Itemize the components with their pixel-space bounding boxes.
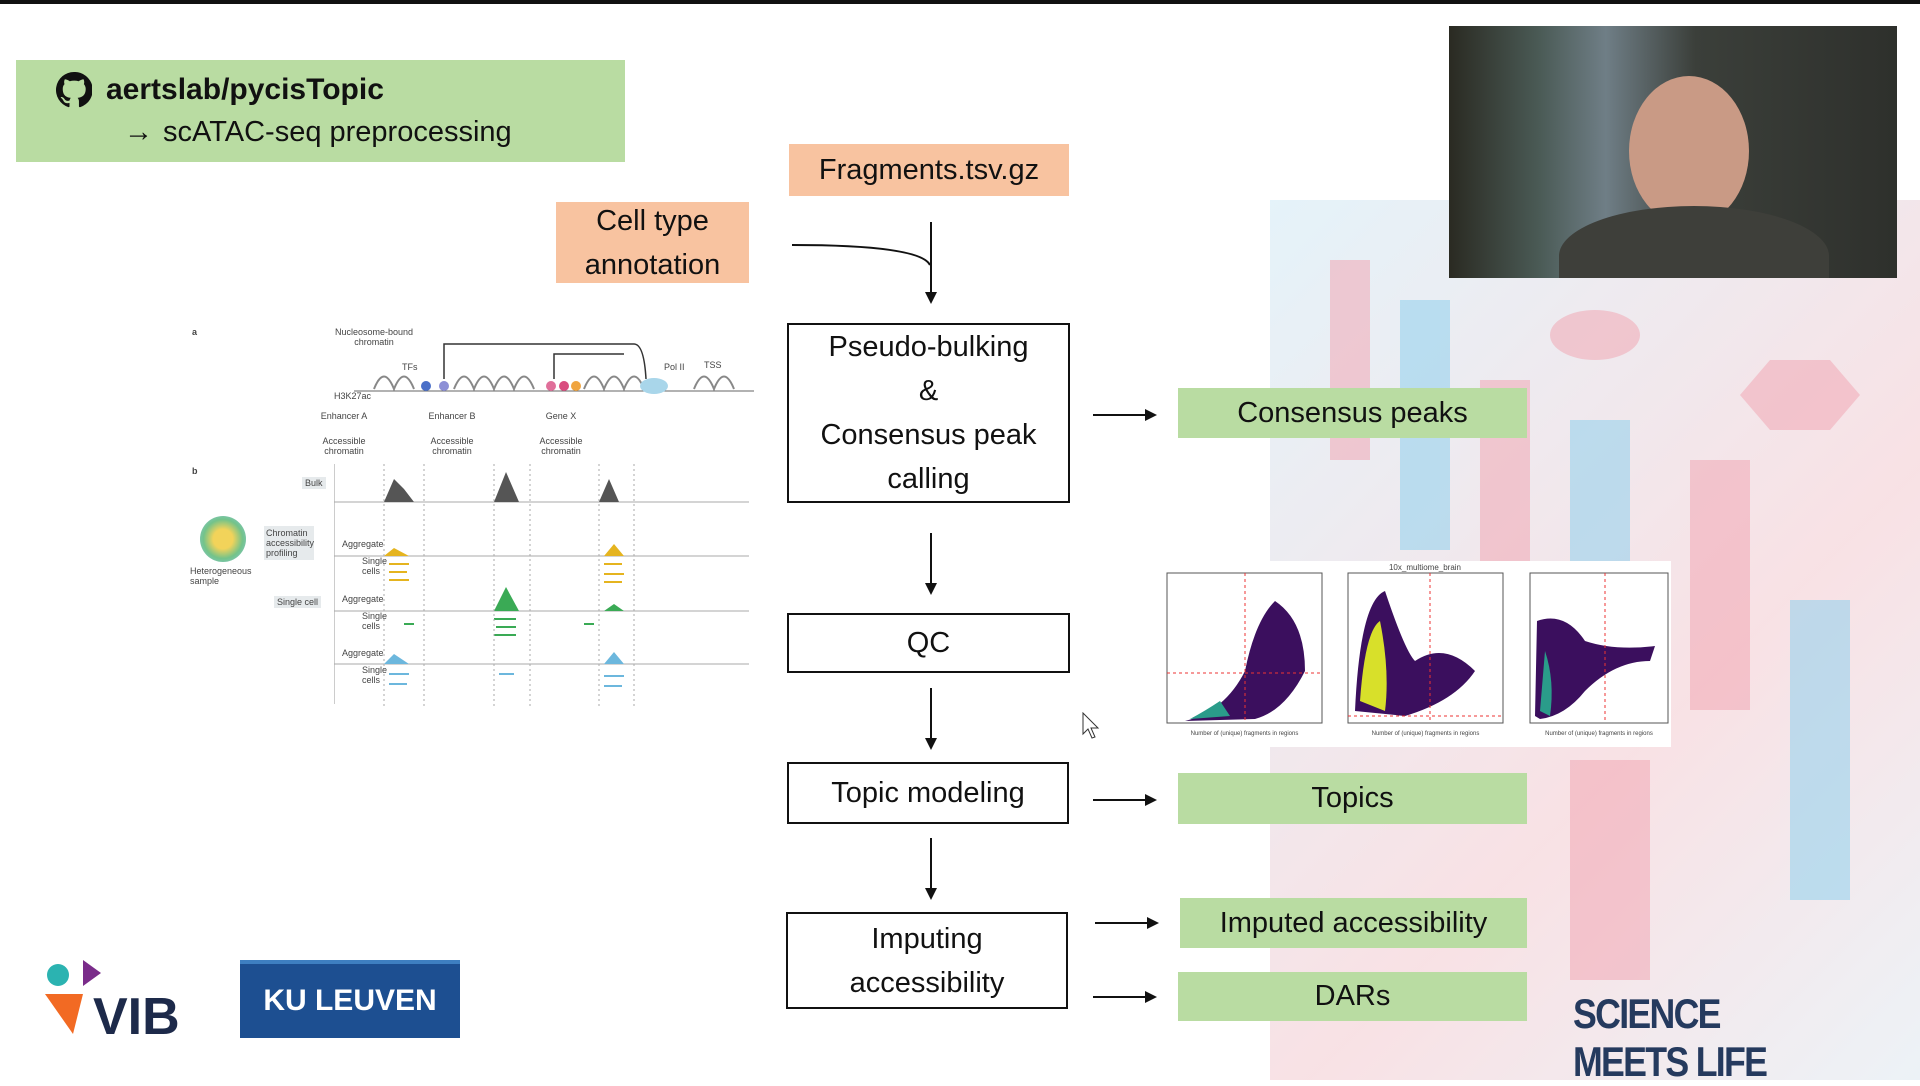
fig-label: Single cell [274,596,322,608]
axis-label: Number of (unique) fragments in regions [1190,731,1299,737]
step-text: Pseudo-bulking [828,331,1029,363]
vib-logo-mark: VIB [45,960,180,1046]
cell-type-input: Cell type annotation [556,202,749,283]
svg-text:VIB: VIB [93,988,180,1038]
output-imputed: Imputed accessibility [1180,898,1527,948]
merge-arrow [791,244,931,266]
repo-name: aertslab/pycisTopic [106,73,384,106]
step-text: Consensus peak [820,419,1037,451]
output-topics: Topics [1178,773,1527,824]
arrow-down [925,838,937,900]
plot-title: 10x_multiome_brain [1388,563,1462,572]
repo-subtitle: scATAC-seq preprocessing [163,115,512,148]
fig-label: Enhancer A [320,411,368,421]
cell-type-line1: Cell type [596,204,709,237]
arrow-down [925,222,937,304]
fig-label: TFs [402,362,418,372]
fig-label: Accessible chromatin [539,436,583,456]
github-icon [56,72,92,108]
arrow-right-icon: → [124,115,153,148]
fig-label: Accessible chromatin [430,436,474,456]
arrow-right [1093,794,1157,806]
fig-label: Aggregate [342,648,384,658]
accessibility-tracks [334,464,749,708]
fig-label: TSS [704,360,722,370]
fig-label: Nucleosome-bound chromatin [334,327,414,347]
fig-label: Aggregate [342,539,384,549]
step-text: Topic modeling [831,777,1025,809]
arrow-down [925,688,937,750]
top-bar [0,0,1920,4]
mouse-cursor-icon [1082,712,1100,739]
step-qc: QC [787,613,1070,673]
step-pseudo-bulking: Pseudo-bulking & Consensus peak calling [787,323,1070,503]
step-text: QC [906,627,951,659]
cell-type-line2: annotation [584,248,721,281]
fig-label: Pol II [664,362,685,372]
step-imputing: Imputing accessibility [786,912,1068,1009]
fragments-input: Fragments.tsv.gz [789,144,1069,196]
presenter-face [1629,76,1749,226]
dna-diagram [354,343,754,394]
fig-label: Bulk [302,477,326,489]
fig-label: Aggregate [342,594,384,604]
fig-label: Heterogeneous sample [190,566,252,586]
fig-label: Single cells [362,665,388,685]
fig-label: Accessible chromatin [322,436,366,456]
fig-label: Enhancer B [428,411,476,421]
fig-label: Single cells [362,556,388,576]
cell-cluster [200,516,246,562]
step-topic-modeling: Topic modeling [787,762,1069,824]
ku-leuven-logo: KU LEUVEN [240,960,460,1038]
webcam-video [1449,26,1897,278]
output-text: Consensus peaks [1237,396,1468,429]
step-text: Imputing [871,922,983,955]
step-text: accessibility [849,966,1005,999]
step-text: calling [887,463,970,495]
fig-label: Gene X [545,411,577,421]
output-text: Imputed accessibility [1219,906,1488,939]
panel-label: a [192,327,198,337]
axis-label: Number of (unique) fragments in regions [1371,731,1480,737]
vib-logo: VIB [43,958,193,1046]
output-consensus-peaks: Consensus peaks [1178,388,1527,438]
chromatin-figure: a Nucleosome-bound chromatin TFs H3K27ac… [184,324,754,708]
panel-label: b [192,466,198,476]
presenter-body [1559,206,1829,278]
output-dars: DARs [1178,972,1527,1021]
output-text: DARs [1314,980,1391,1012]
fragments-label: Fragments.tsv.gz [818,154,1040,186]
output-text: Topics [1311,782,1394,814]
repo-banner: aertslab/pycisTopic → scATAC-seq preproce… [16,60,625,162]
arrow-right [1095,917,1159,929]
ku-leuven-text: KU LEUVEN [263,984,437,1017]
arrow-right [1093,991,1157,1003]
fig-label: Single cells [362,611,388,631]
tagline: SCIENCE MEETS LIFE [1573,990,1768,1085]
qc-scatter-plots: 10x_multiome_brain Number of (unique) fr… [1145,561,1671,747]
step-text: & [918,375,939,407]
axis-label: Number of (unique) fragments in regions [1545,731,1653,737]
arrow-right [1093,409,1157,421]
scatter-panels [1166,572,1669,724]
fig-label: H3K27ac [334,391,372,401]
arrow-down [925,533,937,595]
fig-label: Chromatin accessibility profiling [264,526,315,560]
